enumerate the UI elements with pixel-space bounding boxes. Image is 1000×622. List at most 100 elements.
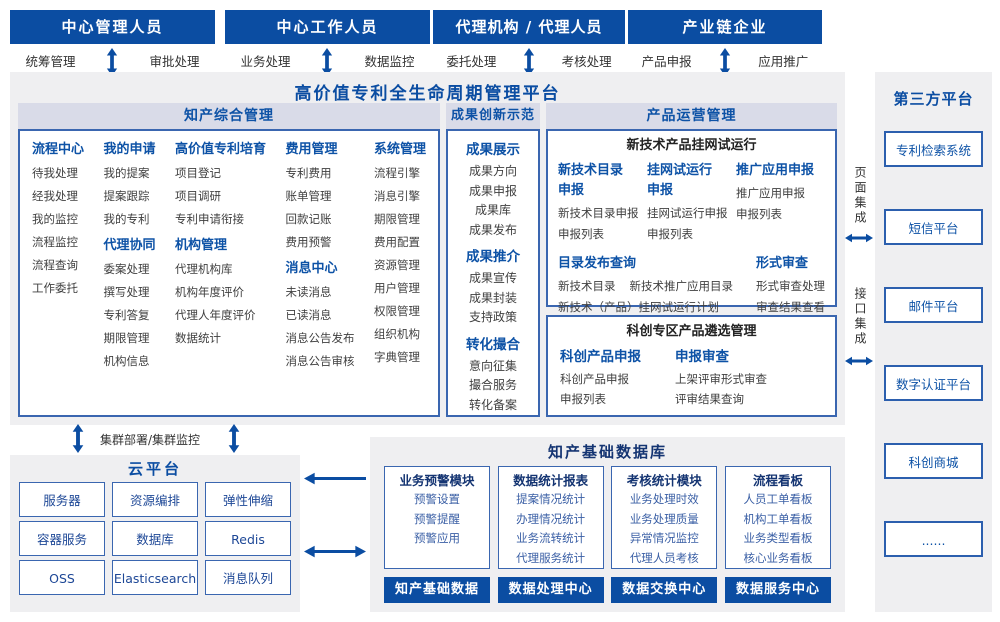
menu-item: 费用配置 bbox=[373, 235, 420, 249]
menu-item: 流程监控 bbox=[32, 235, 78, 249]
api-integration-label: 接口集成 bbox=[853, 287, 867, 347]
cloud-service: 数据库 bbox=[112, 521, 198, 556]
group-items: 推广应用申报申报列表 bbox=[736, 183, 825, 225]
section-header: 产品运营管理 bbox=[546, 103, 837, 129]
cloud-service: 服务器 bbox=[19, 482, 105, 517]
module-title: 考核统计模块 bbox=[626, 473, 702, 488]
menu-item: 流程查询 bbox=[32, 258, 78, 272]
group-items: 我的提案提案跟踪我的专利 bbox=[104, 162, 156, 231]
third-party-system: 数字认证平台 bbox=[884, 365, 983, 401]
group-title: 形式审查 bbox=[756, 256, 809, 271]
menu-item: 申报列表 bbox=[558, 227, 604, 241]
sci-innovation-box: 科创专区产品遴选管理 科创产品申报 科创产品申报申报列表 申报审查 上架评审形式… bbox=[546, 315, 837, 417]
menu-item: 推广应用申报 bbox=[736, 186, 805, 200]
actor-center-staff: 中心工作人员 业务处理 数据监控 bbox=[225, 10, 430, 77]
menu-item: 新技术目录 bbox=[558, 279, 616, 293]
group-items: 成果方向成果申报成果库成果发布 bbox=[448, 162, 538, 240]
menu-item: 权限管理 bbox=[373, 304, 420, 318]
module-item: 人员工单看板 bbox=[743, 492, 813, 506]
actor-role-label: 产品申报 bbox=[641, 54, 692, 69]
menu-item: 资源管理 bbox=[373, 258, 420, 272]
menu-item: 项目登记 bbox=[175, 166, 221, 180]
menu-item: 成果库 bbox=[474, 203, 511, 217]
ip-data-platform-panel: 知产基础数据库 业务预警模块 预警设置预警提醒预警应用 数据统计报表 提案情况统… bbox=[370, 437, 845, 612]
menu-item: 成果封装 bbox=[468, 290, 517, 305]
menu-item: 成果方向 bbox=[468, 164, 517, 178]
cloud-service: Redis bbox=[205, 521, 291, 556]
menu-item: 意向征集 bbox=[468, 358, 517, 373]
menu-item: 工作委托 bbox=[32, 281, 78, 295]
cloud-service: Elasticsearch bbox=[112, 560, 198, 595]
module-item: 代理人员考核 bbox=[629, 550, 699, 565]
menu-item: 提案跟踪 bbox=[103, 189, 150, 203]
module-item: 业务流转统计 bbox=[516, 531, 586, 545]
data-center: 数据交换中心 bbox=[611, 577, 718, 603]
cloud-service: 资源编排 bbox=[112, 482, 198, 517]
actor-role-label: 业务处理 bbox=[240, 54, 291, 69]
menu-item: 专利答复 bbox=[103, 308, 150, 322]
menu-column: 我的申请 我的提案提案跟踪我的专利 代理协同 委案处理撰写处理专利答复期限管理机… bbox=[104, 135, 156, 411]
module-title: 数据统计报表 bbox=[513, 473, 589, 488]
section-innovation: 成果创新示范 成果展示 成果方向成果申报成果库成果发布 成果推介 成果宣传成果封… bbox=[446, 103, 540, 417]
actor-title: 产业链企业 bbox=[628, 10, 822, 44]
third-party-system: 邮件平台 bbox=[884, 287, 983, 323]
data-module: 流程看板 人员工单看板机构工单看板业务类型看板核心业务看板 bbox=[724, 466, 831, 569]
menu-item: 项目调研 bbox=[175, 189, 221, 203]
group-title: 成果展示 bbox=[466, 142, 520, 158]
module-title: 流程看板 bbox=[752, 473, 803, 488]
group-items: 成果宣传成果封装支持政策 bbox=[448, 269, 538, 328]
actor-agencies: 代理机构 / 代理人员 委托处理 考核处理 bbox=[433, 10, 625, 77]
actor-title: 中心工作人员 bbox=[225, 10, 430, 44]
menu-column: 挂网试运行申报 挂网试运行申报申报列表 bbox=[647, 156, 736, 245]
group-items: 流程引擎消息引擎期限管理费用配置资源管理用户管理权限管理组织机构字典管理 bbox=[374, 162, 426, 369]
group-items: 新技术目录申报申报列表 bbox=[558, 203, 647, 245]
menu-item: 撮合服务 bbox=[468, 378, 517, 392]
menu-item: 我的专利 bbox=[103, 212, 150, 226]
group-title: 流程中心 bbox=[32, 142, 85, 157]
menu-column: 推广应用申报 推广应用申报申报列表 bbox=[736, 156, 825, 245]
menu-item: 评审结果查询 bbox=[675, 392, 744, 406]
trial-run-box: 新技术产品挂网试运行 新技术目录申报 新技术目录申报申报列表 挂网试运行申报 挂… bbox=[546, 129, 837, 314]
third-party-system: 科创商城 bbox=[884, 443, 983, 479]
third-party-list: 专利检索系统短信平台邮件平台数字认证平台科创商城...... bbox=[875, 131, 992, 557]
module-items: 提案情况统计办理情况统计业务流转统计代理服务统计 bbox=[499, 490, 603, 568]
data-module: 数据统计报表 提案情况统计办理情况统计业务流转统计代理服务统计 bbox=[497, 466, 604, 569]
actor-role-label: 统筹管理 bbox=[25, 54, 76, 69]
group-items: 挂网试运行申报申报列表 bbox=[647, 203, 736, 245]
menu-item: 组织机构 bbox=[373, 327, 420, 341]
group-items: 待我处理经我处理我的监控流程监控流程查询工作委托 bbox=[32, 162, 84, 300]
formal-review-group: 形式审查 形式审查处理审查结果查看 bbox=[756, 249, 825, 318]
data-centers-row: 知产基础数据数据处理中心数据交换中心数据服务中心 bbox=[370, 569, 845, 603]
group-title: 目录发布查询 bbox=[558, 256, 637, 271]
menu-item: 消息引擎 bbox=[373, 189, 420, 203]
double-arrow-vertical-icon bbox=[322, 48, 333, 76]
module-item: 办理情况统计 bbox=[516, 511, 586, 526]
cloud-service: 容器服务 bbox=[19, 521, 105, 556]
menu-column: 流程中心 待我处理经我处理我的监控流程监控流程查询工作委托 bbox=[32, 135, 84, 411]
menu-column: 申报审查 上架评审形式审查评审结果查询 bbox=[675, 342, 767, 409]
group-title: 代理协同 bbox=[103, 238, 156, 253]
box-title: 新技术产品挂网试运行 bbox=[626, 138, 757, 153]
group-items: 形式审查处理审查结果查看 bbox=[756, 276, 825, 318]
module-item: 业务处理时效 bbox=[629, 492, 699, 506]
double-arrow-vertical-icon bbox=[719, 48, 731, 76]
data-center: 知产基础数据 bbox=[384, 577, 490, 603]
third-party-panel: 第三方平台 专利检索系统短信平台邮件平台数字认证平台科创商城...... bbox=[875, 72, 992, 612]
box-title: 科创专区产品遴选管理 bbox=[626, 324, 757, 339]
menu-item: 挂网试运行申报 bbox=[647, 206, 728, 220]
menu-item: 新技术推广应用目录 bbox=[629, 279, 734, 293]
group-title: 转化撮合 bbox=[466, 336, 520, 353]
menu-item: 成果发布 bbox=[468, 222, 517, 237]
menu-item: 我的监控 bbox=[32, 212, 78, 226]
module-item: 核心业务看板 bbox=[743, 550, 813, 565]
third-party-title: 第三方平台 bbox=[893, 90, 974, 108]
menu-item: 费用预警 bbox=[285, 235, 332, 249]
cloud-service: 弹性伸缩 bbox=[205, 482, 291, 517]
module-item: 代理服务统计 bbox=[516, 550, 586, 565]
data-center: 数据处理中心 bbox=[497, 577, 604, 603]
data-module: 考核统计模块 业务处理时效业务处理质量异常情况监控代理人员考核 bbox=[611, 466, 718, 569]
group-title: 消息中心 bbox=[285, 261, 338, 276]
group-title: 机构管理 bbox=[175, 238, 228, 253]
